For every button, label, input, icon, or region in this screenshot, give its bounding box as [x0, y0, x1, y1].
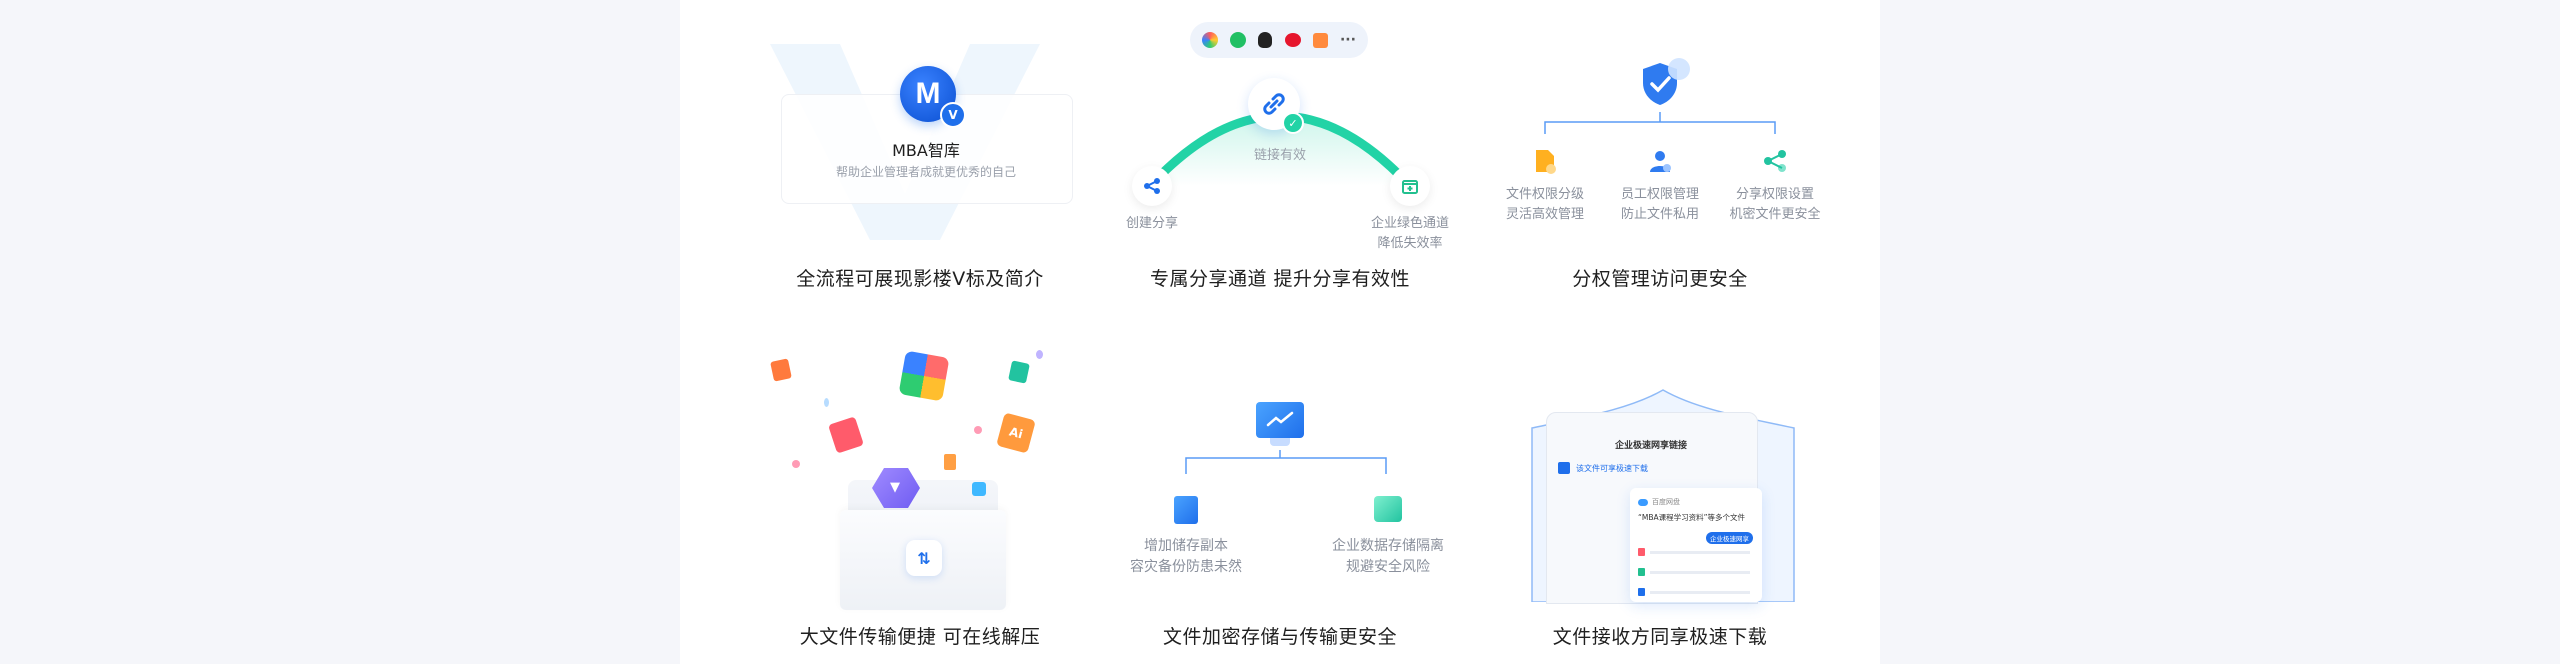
- card-title: 分权管理访问更安全: [1572, 268, 1748, 290]
- cloud-icon: [1638, 498, 1648, 506]
- storage-stack-icon: [1374, 496, 1402, 522]
- permission-item-line2: 机密文件更安全: [1729, 207, 1821, 222]
- more-icon[interactable]: ···: [1339, 32, 1356, 48]
- encryption-tree-lines: [1185, 450, 1387, 474]
- cloud-file-icon: [972, 482, 986, 496]
- phone-header: 企业极速网享链接: [1614, 441, 1687, 451]
- share-target-bar: ···: [1190, 22, 1368, 58]
- create-share-label: 创建分享: [1125, 216, 1178, 231]
- pdf-file-icon: [828, 416, 864, 454]
- link-valid-label: 链接有效: [1253, 148, 1306, 163]
- verified-v-letter: V: [948, 108, 958, 122]
- card-title: 大文件传输便捷 可在线解压: [799, 626, 1041, 648]
- feature-panel: M V MBA智库 帮助企业管理者成就更优秀的自己 全流程可展现影楼V标及简介 …: [680, 0, 1880, 664]
- card-encryption: 增加储存副本 容灾备份防患未然 企业数据存储隔离 规避安全风险 文件加密存储与传…: [1080, 340, 1480, 660]
- phone-row-text: 该文件可享极速下载: [1576, 463, 1648, 473]
- file-permission-icon: [1530, 146, 1560, 176]
- permission-item-line2: 防止文件私用: [1620, 207, 1699, 222]
- wechat-icon[interactable]: [1230, 32, 1247, 48]
- permission-item-line1: 员工权限管理: [1620, 187, 1699, 202]
- shield-bubble-icon: [1668, 58, 1690, 80]
- permission-item-line2: 灵活高效管理: [1505, 207, 1584, 222]
- encryption-right-line2: 规避安全风险: [1346, 559, 1430, 575]
- permission-item-user: 员工权限管理 防止文件私用: [1600, 185, 1720, 225]
- encryption-left-line2: 容灾备份防患未然: [1130, 559, 1242, 575]
- share-sheet-app: 百度网盘: [1652, 498, 1680, 506]
- weibo-icon[interactable]: [1284, 33, 1301, 47]
- card-watermark: M V MBA智库 帮助企业管理者成就更优秀的自己 全流程可展现影楼V标及简介: [720, 0, 1120, 320]
- card-permissions: 文件权限分级 灵活高效管理 员工权限管理 防止文件私用 分享权限设置 机密文件更…: [1460, 0, 1860, 320]
- card-big-file: ⇅ ▼ Ai 大文件传输便捷 可在线解压: [720, 340, 1120, 660]
- photos-icon[interactable]: [1202, 32, 1219, 48]
- share-sheet-title: “MBA课程学习资料”等多个文件: [1638, 513, 1746, 522]
- file-row-icon: [1638, 588, 1645, 596]
- pictures-icon[interactable]: [1312, 32, 1328, 48]
- ai-file-icon: Ai: [996, 412, 1036, 454]
- phone-row: 该文件可享极速下载: [1558, 460, 1744, 476]
- file-row-line: [1650, 551, 1750, 554]
- file-row-icon: [1638, 548, 1645, 556]
- brand-slogan: 帮助企业管理者成就更优秀的自己: [835, 165, 1016, 179]
- file-row-line: [1650, 591, 1750, 594]
- file-row-icon: [1638, 568, 1645, 576]
- play-icon: ▼: [890, 480, 900, 495]
- dot-decoration-icon: [792, 460, 800, 468]
- enterprise-channel-line2: 降低失效率: [1377, 236, 1443, 251]
- verified-v-icon: V: [940, 102, 966, 128]
- check-icon: ✓: [1282, 112, 1304, 134]
- permission-item-line1: 分享权限设置: [1735, 187, 1814, 202]
- dot-decoration-icon: [1036, 350, 1043, 359]
- share-sheet-card: [1630, 488, 1762, 602]
- archive-file-icon: [898, 350, 950, 402]
- permission-item-file: 文件权限分级 灵活高效管理: [1485, 185, 1605, 225]
- card-share-channel: ··· ✓ 链接有效 创建分享 企业绿色通道 降低失效率: [1080, 0, 1480, 320]
- download-icon: [1558, 462, 1570, 474]
- dot-decoration-icon: [824, 398, 829, 407]
- v-watermark-icon: [770, 44, 1040, 240]
- card-title: 全流程可展现影楼V标及简介: [796, 268, 1044, 290]
- share-sheet-header: 百度网盘: [1638, 497, 1680, 507]
- enterprise-channel-icon: [1390, 166, 1430, 206]
- document-file-icon: [770, 358, 792, 382]
- card-title: 专属分享通道 提升分享有效性: [1149, 268, 1411, 290]
- dot-decoration-icon: [974, 426, 982, 434]
- permission-item-share: 分享权限设置 机密文件更安全: [1715, 185, 1835, 225]
- card-title: 文件接收方同享极速下载: [1552, 626, 1768, 648]
- encryption-left-label: 增加储存副本 容灾备份防患未然: [1116, 536, 1256, 578]
- qq-icon[interactable]: [1258, 32, 1273, 48]
- card-receive: 企业极速网享链接 该文件可享极速下载 百度网盘 “MBA课程学习资料”等多个文件…: [1460, 340, 1860, 660]
- backup-file-icon: [1174, 496, 1198, 524]
- image-file-icon: [944, 454, 956, 470]
- share-icon: [1132, 166, 1172, 206]
- brand-name: MBA智库: [892, 141, 960, 160]
- permission-item-line1: 文件权限分级: [1505, 187, 1584, 202]
- encryption-right-line1: 企业数据存储隔离: [1332, 538, 1444, 554]
- transfer-icon: ⇅: [906, 540, 942, 576]
- brand-logo-letter: M: [915, 77, 941, 110]
- monitor-chart-icon: [1266, 411, 1294, 427]
- enterprise-channel-label: 企业绿色通道 降低失效率: [1350, 214, 1470, 254]
- sheet-file-icon: [1008, 360, 1030, 384]
- permission-tree-lines: [1544, 112, 1776, 134]
- enterprise-badge: 企业极速网享: [1706, 532, 1753, 544]
- encryption-right-label: 企业数据存储隔离 规避安全风险: [1318, 536, 1458, 578]
- encryption-left-line1: 增加储存副本: [1144, 538, 1228, 554]
- file-row-line: [1650, 571, 1750, 574]
- share-permission-icon: [1760, 146, 1790, 176]
- enterprise-channel-line1: 企业绿色通道: [1370, 216, 1449, 231]
- monitor-stand-icon: [1270, 438, 1290, 446]
- card-title: 文件加密存储与传输更安全: [1162, 626, 1397, 648]
- user-permission-icon: [1645, 146, 1675, 176]
